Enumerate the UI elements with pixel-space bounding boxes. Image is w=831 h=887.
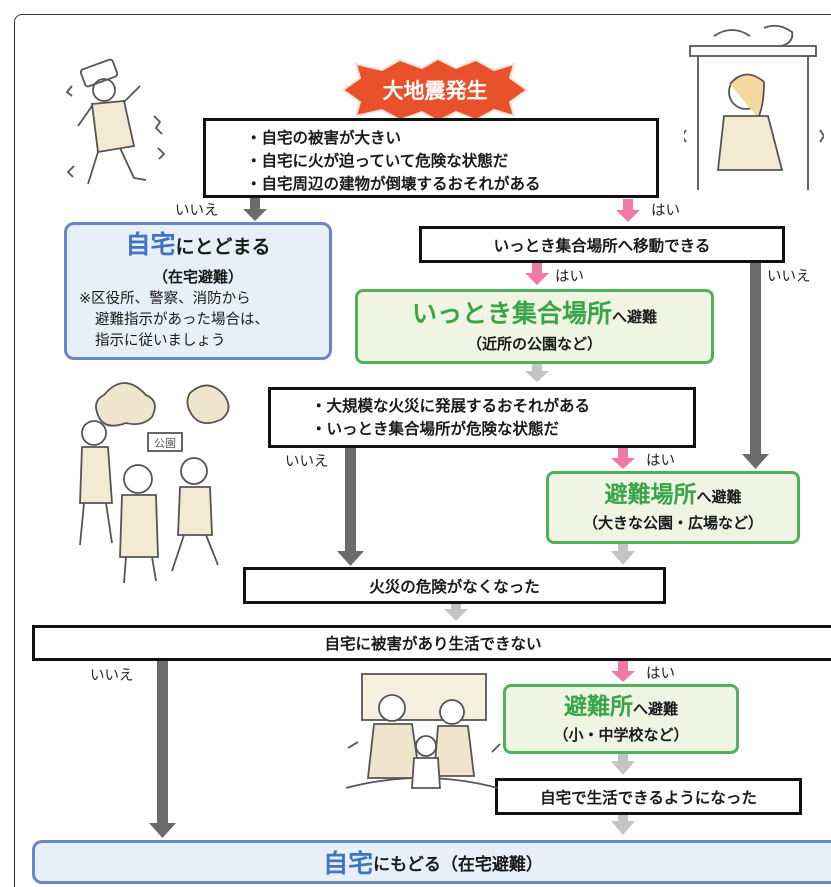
return-home-title: 自宅 [323, 849, 374, 878]
arrow-yes-to-temp-area [525, 263, 549, 285]
temp-gathering-subtitle: （近所の公園など） [466, 335, 602, 353]
arrow-shelter-to-can-live [611, 754, 635, 775]
return-home-box: 自宅にもどる（在宅避難） [32, 840, 831, 884]
start-burst: 大地震発生 [341, 58, 529, 122]
stay-home-subtitle: （在宅避難） [152, 268, 243, 286]
arrow-no-to-return-home [149, 661, 176, 838]
shelter-subtitle: （小・中学校など） [553, 726, 689, 744]
arrow-can-live-to-return [611, 815, 635, 835]
return-home-rest: にもどる（在宅避難） [373, 854, 543, 875]
evac-site-subtitle: （大きな公園・広場など） [582, 514, 763, 532]
stay-home-note: ※区役所、警察、消防から 避難指示があった場合は、 指示に従いましょう [79, 291, 269, 349]
can-live-box: 自宅で生活できるようになった [495, 778, 802, 815]
question-cannot-live: 自宅に被害があり生活できない [32, 625, 831, 661]
shelter-box: 避難所へ避難 （小・中学校など） [503, 684, 739, 754]
shelter-suffix: へ避難 [632, 700, 678, 718]
label-no: いいえ [175, 203, 219, 219]
label-no: いいえ [767, 269, 811, 285]
under-table-illustration [684, 24, 824, 190]
arrow-no-to-evac-site [742, 258, 769, 469]
arrow-yes-to-evac-site [611, 448, 635, 469]
fire-gone-box: 火災の危険がなくなった [243, 567, 666, 604]
question-item: ・自宅の被害が大きい [246, 129, 402, 147]
label-yes: はい [651, 203, 680, 219]
arrow-yes-to-shelter [611, 661, 635, 682]
arrow-yes-to-q2 [616, 199, 640, 222]
arrow-no-to-stay-home [243, 197, 267, 221]
temp-gathering-box: いっとき集合場所へ避難 （近所の公園など） [355, 289, 714, 364]
arrow-temp-to-q3 [525, 364, 549, 382]
shelter-family-illustration [345, 673, 501, 789]
question-item: ・いっとき集合場所が危険な状態だ [311, 420, 560, 438]
label-no: いいえ [90, 668, 134, 684]
label-yes: はい [646, 666, 675, 682]
outer-frame [14, 14, 831, 887]
label-yes: はい [646, 453, 675, 469]
question-item: ・自宅周辺の建物が倒壊するおそれがある [246, 175, 541, 193]
arrow-evac-to-fire-gone [611, 544, 635, 565]
stay-home-title: 自宅にとどまる [125, 230, 271, 259]
shelter-title: 避難所 [563, 694, 633, 720]
label-yes: はい [555, 269, 584, 285]
evac-site-title: 避難場所 [604, 482, 697, 508]
temp-gathering-title: いっとき集合場所 [411, 299, 612, 328]
evac-site-box: 避難場所へ避難 （大きな公園・広場など） [546, 471, 800, 544]
question-item: ・大規模な火災に発展するおそれがある [311, 397, 591, 415]
question-fire-danger: ・大規模な火災に発展するおそれがある ・いっとき集合場所が危険な状態だ [268, 387, 696, 448]
park-sign: 公園 [154, 437, 176, 450]
question-home-damage: ・自宅の被害が大きい ・自宅に火が迫っていて危険な状態だ ・自宅周辺の建物が倒壊… [203, 118, 659, 198]
question-item: ・自宅に火が迫っていて危険な状態だ [246, 152, 509, 170]
arrow-no-to-fire-gone [337, 448, 364, 566]
evac-site-suffix: へ避難 [696, 488, 742, 506]
start-label: 大地震発生 [383, 79, 488, 103]
stay-home-box: 自宅にとどまる （在宅避難） ※区役所、警察、消防から 避難指示があった場合は、… [64, 222, 332, 360]
park-group-illustration: 公園 [79, 382, 230, 584]
earthquake-person-illustration [65, 58, 166, 185]
label-no: いいえ [285, 454, 329, 470]
arrow-fire-gone-to-q4 [444, 604, 468, 621]
question-can-move-temp: いっとき集合場所へ移動できる [419, 226, 785, 263]
temp-gathering-suffix: へ避難 [612, 308, 658, 326]
